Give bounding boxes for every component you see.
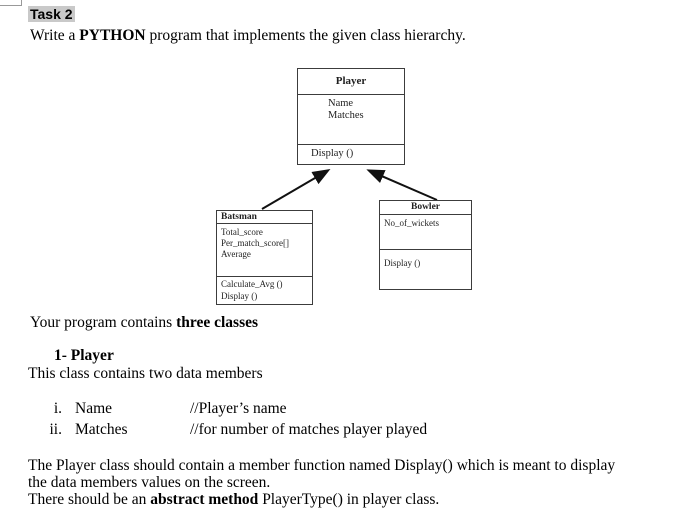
bowler-attr-no-of-wickets: No_of_wickets	[384, 218, 439, 228]
player-method-display: Display ()	[311, 148, 354, 159]
player-attr-matches: Matches	[328, 110, 364, 121]
intro-bold-python: PYTHON	[79, 27, 146, 44]
list-item: ii. Matches //for number of matches play…	[28, 419, 428, 440]
batsman-method-display: Display ()	[221, 290, 258, 301]
closing-line3-bold: abstract method	[150, 491, 259, 508]
bowler-class-methods: Display ()	[380, 249, 471, 289]
bowler-class-attributes: No_of_wickets	[380, 214, 471, 249]
bowler-method-display: Display ()	[384, 258, 421, 268]
closing-paragraph: The Player class should contain a member…	[28, 457, 658, 508]
batsman-method-calculate-avg: Calculate_Avg ()	[221, 279, 283, 289]
contains-bold: three classes	[176, 314, 259, 331]
list-item-comment: //Player’s name	[190, 400, 287, 417]
player-attr-name: Name	[328, 98, 354, 109]
player-class-title: Player	[335, 75, 367, 87]
task-heading: Task 2	[28, 5, 75, 24]
batsman-class-box: Batsman Total_score Per_match_score[] Av…	[216, 210, 313, 305]
player-section-intro: This class contains two data members	[28, 365, 263, 382]
table-cell-fragment	[0, 0, 22, 6]
list-item-numeral: i.	[53, 400, 62, 417]
list-item-name: Name	[75, 400, 113, 417]
inheritance-arrow-bowler	[366, 169, 438, 201]
bowler-class-title: Bowler	[410, 202, 441, 212]
batsman-attr-total-score: Total_score	[221, 227, 263, 237]
task-heading-highlight: Task 2	[28, 6, 75, 22]
player-class-methods: Display ()	[298, 144, 404, 164]
list-item-comment: //for number of matches player played	[190, 421, 428, 438]
batsman-attr-per-match-score: Per_match_score[]	[221, 238, 289, 248]
player-class-box: Player Name Matches Display ()	[297, 68, 405, 165]
intro-post: program that implements the given class …	[145, 27, 466, 44]
list-item-name: Matches	[75, 421, 128, 438]
intro-pre: Write a	[30, 27, 80, 44]
inheritance-arrow-batsman	[261, 168, 331, 210]
list-item-numeral: ii.	[49, 421, 63, 438]
data-members-list: i. Name //Player’s name ii. Matches //fo…	[28, 398, 428, 440]
closing-line1: The Player class should contain a member…	[28, 457, 616, 474]
program-contains-line: Your program contains three classes	[30, 314, 258, 331]
batsman-class-title: Batsman	[221, 212, 257, 222]
player-class-attributes: Name Matches	[298, 94, 404, 144]
player-section-heading: 1- Player	[54, 347, 114, 364]
closing-line3-post: PlayerType() in player class.	[258, 491, 440, 508]
batsman-class-attributes: Total_score Per_match_score[] Average	[217, 223, 312, 276]
batsman-attr-average: Average	[221, 249, 251, 259]
intro-paragraph: Write a PYTHON program that implements t…	[30, 27, 466, 44]
batsman-class-methods: Calculate_Avg () Display ()	[217, 276, 312, 304]
closing-line3-pre: There should be an	[28, 491, 151, 508]
closing-line2: the data members values on the screen.	[28, 474, 271, 491]
bowler-class-box: Bowler No_of_wickets Display ()	[379, 200, 472, 290]
contains-pre: Your program contains	[30, 314, 177, 331]
list-item: i. Name //Player’s name	[28, 398, 427, 419]
